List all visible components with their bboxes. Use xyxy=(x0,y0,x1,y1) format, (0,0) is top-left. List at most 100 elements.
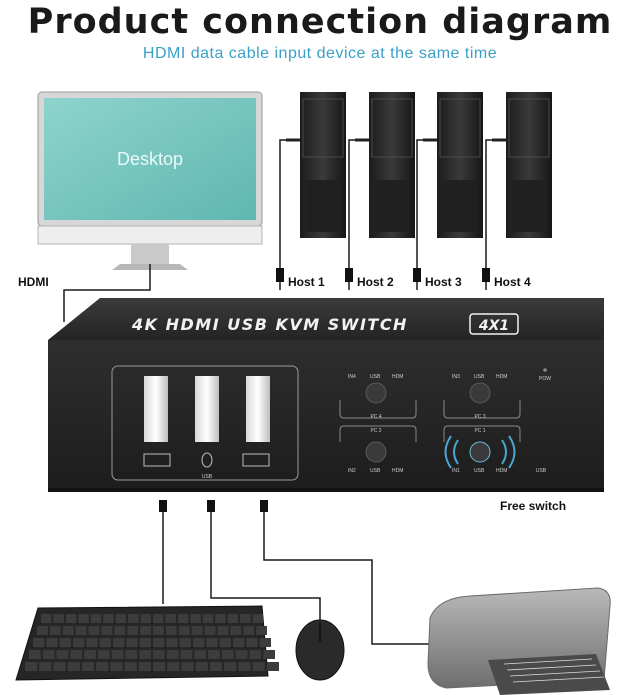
power-led xyxy=(543,368,547,372)
keyboard-key xyxy=(139,650,151,659)
keyboard-key xyxy=(193,638,205,647)
keyboard-key xyxy=(195,662,208,671)
keyboard-key xyxy=(70,650,83,659)
peripheral-cables xyxy=(162,510,430,645)
keyboard-key xyxy=(78,614,89,623)
mouse-icon xyxy=(201,452,213,468)
pc1-controls: PC 1 IN1 USB HDM xyxy=(443,425,521,474)
mouse xyxy=(295,619,345,681)
usb-port-1 xyxy=(144,376,168,442)
keyboard-key xyxy=(111,650,124,659)
hdmi-label: HDMI xyxy=(18,275,49,289)
pc-tower-3 xyxy=(423,92,483,238)
keyboard-key xyxy=(75,626,87,635)
svg-text:HDM: HDM xyxy=(392,374,403,380)
usb-port-3 xyxy=(246,376,270,442)
keyboard-key xyxy=(41,614,52,623)
svg-text:USB: USB xyxy=(370,468,381,474)
keyboard-key xyxy=(37,626,48,635)
keyboard-key xyxy=(128,614,139,623)
keyboard-key xyxy=(81,662,95,671)
keyboard-key xyxy=(208,650,220,659)
keyboard-key xyxy=(53,614,64,623)
keyboard-key xyxy=(240,614,251,623)
keyboard-key xyxy=(46,638,58,647)
host-4-label: Host 4 xyxy=(494,275,531,289)
kvm-switch: 4K HDMI USB KVM SWITCH 4X1 USB IN4 USB H… xyxy=(48,298,604,492)
host-3-label: Host 3 xyxy=(425,275,462,289)
port-group-label: USB xyxy=(202,474,213,480)
keyboard-key xyxy=(165,614,176,623)
svg-text:IN3: IN3 xyxy=(452,374,460,380)
pc4-button xyxy=(365,382,387,404)
keyboard-key xyxy=(166,638,178,647)
keyboard-key xyxy=(191,626,203,635)
pc-tower-1 xyxy=(286,92,346,238)
svg-text:HDM: HDM xyxy=(496,468,507,474)
keyboard-key xyxy=(49,626,61,635)
keyboard xyxy=(15,605,279,681)
diagram-subtitle: HDMI data cable input device at the same… xyxy=(142,45,498,62)
peripheral-plugs xyxy=(159,500,268,512)
keyboard-key xyxy=(153,650,165,659)
keyboard-key xyxy=(153,638,165,647)
keyboard-key xyxy=(56,650,69,659)
keyboard-key xyxy=(204,626,216,635)
svg-text:HDM: HDM xyxy=(496,374,507,380)
keyboard-key xyxy=(25,662,38,671)
keyboard-key xyxy=(153,626,164,635)
pc2-button xyxy=(365,441,387,463)
keyboard-key xyxy=(166,650,179,659)
printer-icon xyxy=(242,453,270,467)
printer xyxy=(427,587,611,695)
keyboard-key xyxy=(194,650,207,659)
switch-badge-frame xyxy=(469,313,519,335)
keyboard-key xyxy=(33,638,45,647)
svg-text:IN2: IN2 xyxy=(348,468,356,474)
usb-label: USB xyxy=(536,468,547,474)
keyboard-key xyxy=(140,626,151,635)
keyboard-key xyxy=(84,650,96,659)
power-label: POW xyxy=(539,376,551,382)
keyboard-key xyxy=(39,662,52,671)
keyboard-key xyxy=(127,626,139,635)
svg-text:USB: USB xyxy=(370,374,381,380)
keyboard-key xyxy=(115,614,127,623)
keyboard-key xyxy=(138,662,151,671)
keyboard-key xyxy=(252,614,263,623)
monitor: Desktop xyxy=(37,91,263,270)
monitor-screen xyxy=(44,98,256,220)
keyboard-key xyxy=(256,626,267,635)
keyboard-key xyxy=(227,614,239,623)
keyboard-key xyxy=(42,650,55,659)
monitor-screen-text: Desktop xyxy=(117,149,183,169)
svg-text:PC 2: PC 2 xyxy=(370,428,381,434)
svg-text:PC 1: PC 1 xyxy=(474,428,485,434)
keyboard-key xyxy=(139,638,151,647)
keyboard-key xyxy=(180,650,193,659)
keyboard-key xyxy=(99,638,111,647)
keyboard-key xyxy=(246,638,258,647)
keyboard-key xyxy=(230,626,242,635)
keyboard-key xyxy=(96,662,109,671)
keyboard-key xyxy=(90,614,102,623)
host-cables xyxy=(279,139,492,290)
usb-port-2 xyxy=(195,376,219,442)
keyboard-key xyxy=(140,614,151,623)
keyboard-key xyxy=(153,614,164,623)
keyboard-key xyxy=(73,638,85,647)
keyboard-key xyxy=(125,650,138,659)
keyboard-key xyxy=(126,638,138,647)
svg-text:PC 3: PC 3 xyxy=(474,414,485,420)
keyboard-key xyxy=(206,638,218,647)
keyboard-key xyxy=(177,614,189,623)
keyboard-key xyxy=(178,626,190,635)
keyboard-key xyxy=(110,662,123,671)
keyboard-key xyxy=(243,626,255,635)
host-plugs xyxy=(276,268,490,282)
keyboard-key xyxy=(266,662,279,671)
keyboard-key xyxy=(224,662,237,671)
keyboard-key xyxy=(167,662,180,671)
pc-tower-2 xyxy=(355,92,415,238)
